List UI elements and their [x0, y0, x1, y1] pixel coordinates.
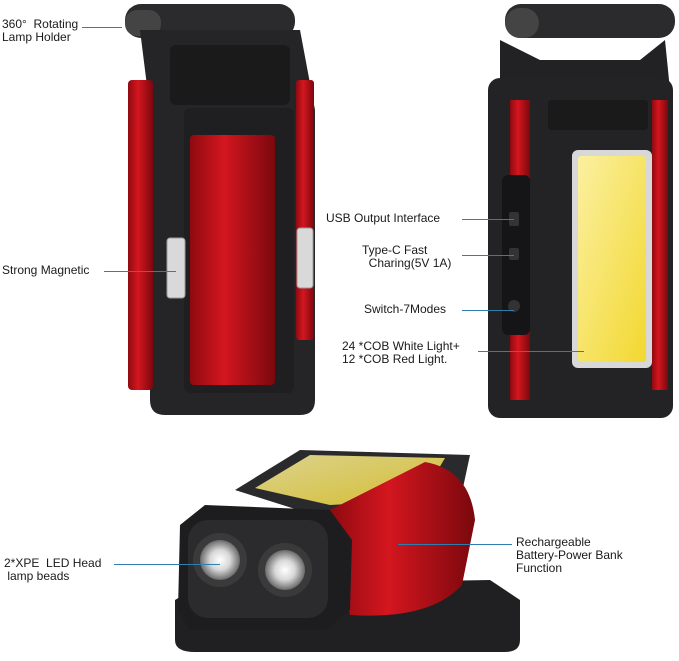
callout-cob-light: 24 *COB White Light+ 12 *COB Red Light. [342, 339, 460, 366]
leader-cob-light [478, 351, 584, 352]
callout-battery: Rechargeable Battery-Power Bank Function [516, 535, 623, 575]
callout-switch: Switch-7Modes [364, 302, 447, 316]
callout-usb-output: USB Output Interface [326, 211, 441, 225]
leader-switch [462, 310, 514, 311]
leader-battery [398, 544, 512, 545]
leader-usb-output [462, 219, 514, 220]
leader-type-c [462, 255, 514, 256]
bottom-lamp-head-view [175, 450, 520, 652]
callout-type-c: Type-C Fast Charing(5V 1A) [362, 243, 452, 270]
leader-xpe-led [114, 564, 220, 565]
callout-magnetic: Strong Magnetic [2, 263, 90, 277]
callout-rotating-holder: 360° Rotating Lamp Holder [2, 17, 79, 44]
callout-xpe-led: 2*XPE LED Head lamp beads [4, 556, 102, 583]
leader-magnetic [104, 271, 176, 272]
left-lamp-back-view [125, 4, 315, 415]
right-lamp-front-view [488, 4, 675, 418]
leader-rotating-holder [82, 27, 122, 28]
